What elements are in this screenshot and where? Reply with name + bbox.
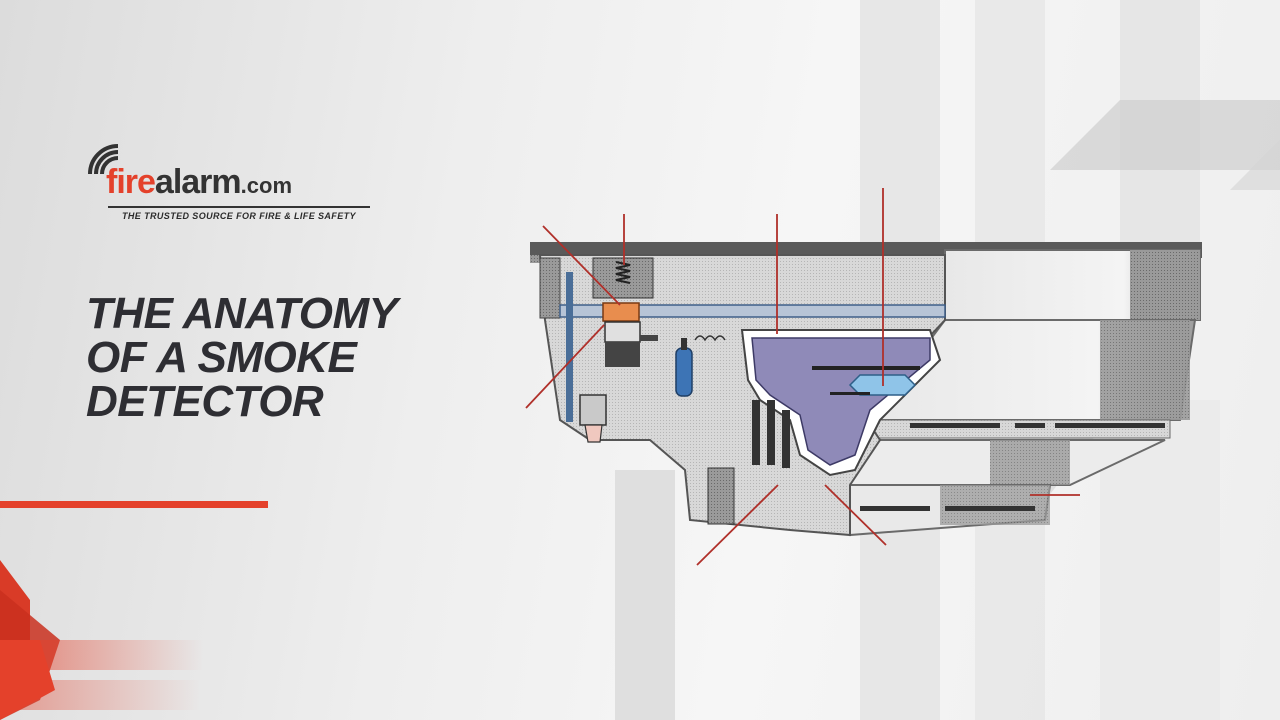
logo-tagline: THE TRUSTED SOURCE FOR FIRE & LIFE SAFET… [122,211,356,221]
label-leader-lines [525,188,1080,566]
title-line-2: OF A SMOKE [86,333,357,382]
accent-bar [0,501,268,508]
leader-line-6 [696,484,779,566]
logo-alarm: alarm [154,163,242,201]
leader-line-1 [542,225,621,306]
logo-dotcom: .com [240,173,293,198]
page-title: THE ANATOMY OF A SMOKE DETECTOR [86,292,506,424]
logo-wordmark: firealarm.com [106,162,292,206]
sensing-chamber [740,329,942,477]
leader-line-5 [525,324,605,409]
spring-component [615,261,631,284]
title-line-1: THE ANATOMY [86,289,398,338]
wifi-signal-icon [88,144,119,175]
leader-line-7 [824,484,887,546]
brand-logo: firealarm.com THE TRUSTED SOURCE FOR FIR… [84,140,384,230]
detector-exterior [849,249,1201,537]
logo-fire: fire [106,163,156,201]
title-line-3: DETECTOR [86,377,324,426]
logo-underline [108,206,370,208]
